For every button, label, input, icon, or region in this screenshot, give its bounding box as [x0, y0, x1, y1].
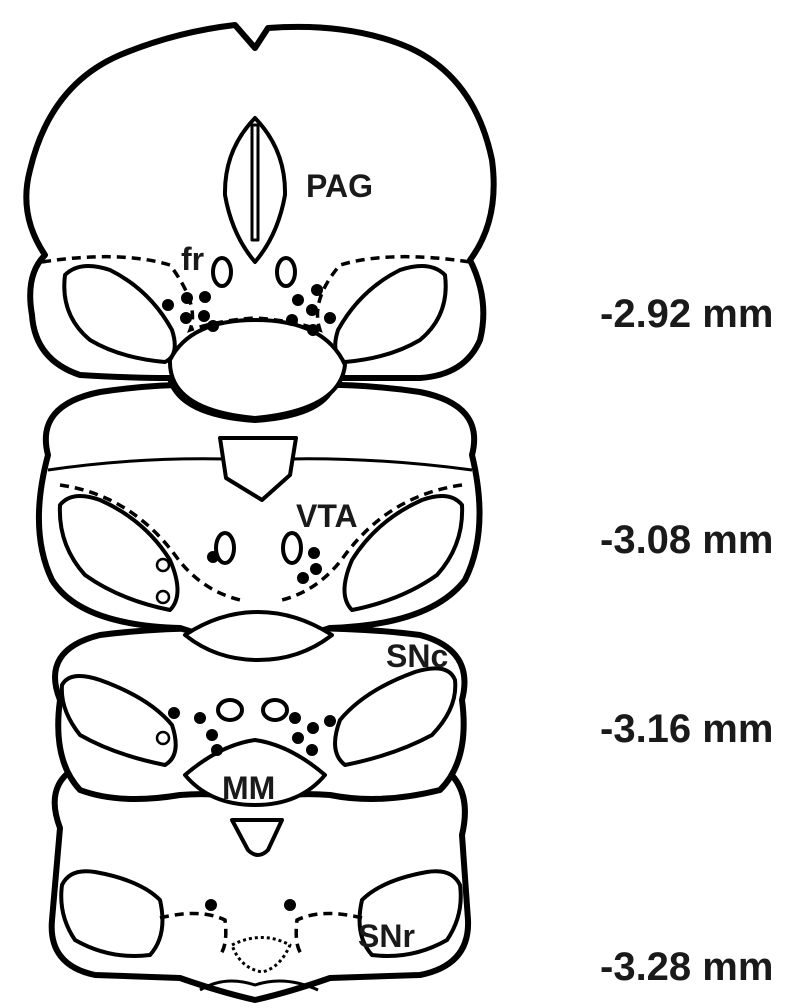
label-fr: fr: [181, 241, 204, 277]
marker-filled: [286, 314, 298, 326]
marker-filled: [306, 304, 318, 316]
marker-filled: [306, 744, 318, 756]
marker-filled: [194, 712, 206, 724]
marker-filled: [292, 294, 304, 306]
marker-open: [157, 559, 169, 571]
depth-label: -3.16 mm: [600, 707, 773, 751]
marker-filled: [324, 715, 336, 727]
section-2-92: [26, 25, 493, 420]
section-3-08: [39, 385, 480, 660]
depth-label: -2.92 mm: [600, 292, 773, 336]
marker-filled: [289, 712, 301, 724]
marker-filled: [207, 320, 219, 332]
section-2-92-ventral-cap: [170, 320, 345, 418]
marker-filled: [162, 299, 174, 311]
fr-right-section-3-16: [263, 700, 287, 720]
marker-filled: [199, 291, 211, 303]
marker-filled: [181, 292, 193, 304]
marker-filled: [284, 899, 296, 911]
marker-filled: [168, 707, 180, 719]
depth-label: -3.08 mm: [600, 518, 773, 562]
label-vta: VTA: [296, 498, 358, 534]
label-snc: SNc: [386, 638, 448, 674]
marker-filled: [180, 312, 192, 324]
label-pag: PAG: [306, 168, 373, 204]
marker-filled: [207, 551, 219, 563]
marker-filled: [198, 310, 210, 322]
depth-labels: -2.92 mm -3.08 mm -3.16 mm -3.28 mm: [600, 292, 773, 989]
fr-left-section-2-92: [213, 258, 231, 286]
marker-open: [157, 732, 169, 744]
marker-filled: [205, 899, 217, 911]
depth-label: -3.28 mm: [600, 945, 773, 989]
label-mm: MM: [222, 770, 275, 806]
marker-filled: [307, 324, 319, 336]
label-snr: SNr: [358, 918, 415, 954]
fr-left-section-3-16: [218, 700, 242, 720]
marker-filled: [307, 722, 319, 734]
marker-filled: [206, 729, 218, 741]
marker-filled: [297, 572, 309, 584]
marker-filled: [308, 547, 320, 559]
marker-filled: [292, 732, 304, 744]
marker-filled: [311, 284, 323, 296]
marker-open: [157, 591, 169, 603]
marker-filled: [324, 312, 336, 324]
fr-right-section-2-92: [277, 258, 295, 286]
fr-right-section-3-08: [283, 533, 301, 563]
marker-filled: [211, 744, 223, 756]
marker-filled: [310, 563, 322, 575]
